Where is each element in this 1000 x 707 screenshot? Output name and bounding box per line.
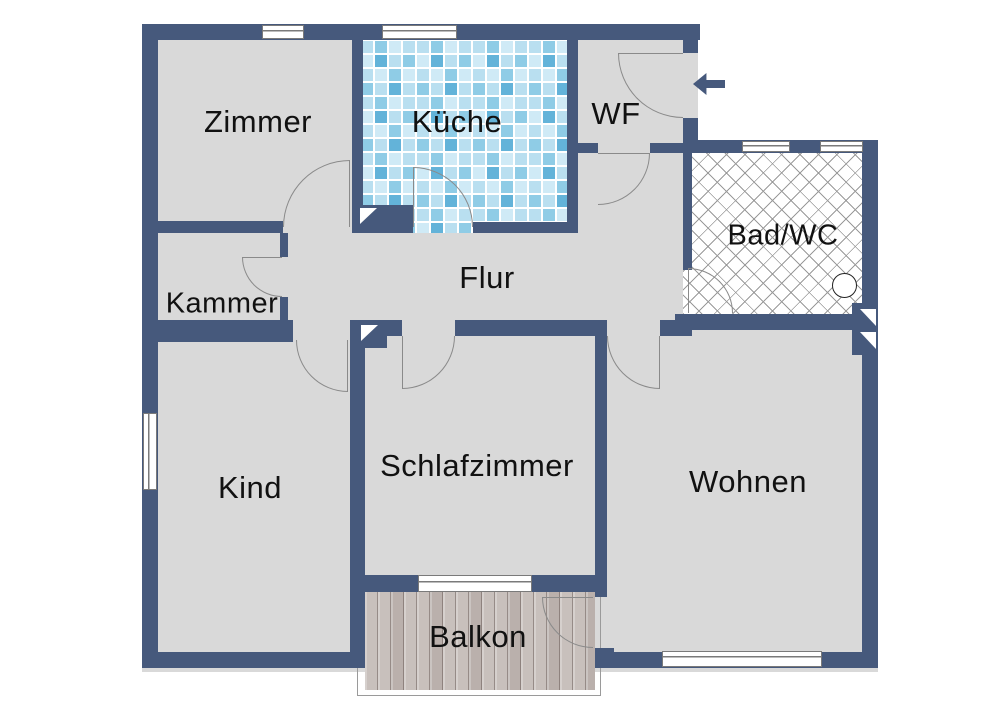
wall-schlaf-bottom-right [532,575,607,592]
window-zimmer-top [262,25,304,39]
label-kueche: Küche [411,104,503,139]
label-schlafzimmer: Schlafzimmer [380,448,574,483]
wall-flur-south-east [660,320,692,336]
wall-kammer-right-upper [280,233,288,257]
wall-under-zimmer [142,221,283,233]
wall-wf-right-upper [683,24,698,53]
wall-schlaf-bottom-left [365,575,418,592]
wall-right-outer [862,140,878,668]
wall-kammer-bottom [142,320,293,342]
wall-bad-bottom [675,314,862,330]
wall-flur-south-center [455,320,607,336]
wall-bad-left [683,153,692,270]
wall-left-outer [142,24,158,668]
wall-wf-bottom-left [578,143,598,153]
wall-kammer-right-lower [280,297,288,320]
window-kueche-top [382,25,457,39]
window-kind-left [143,413,157,490]
label-kind: Kind [217,470,283,505]
label-kammer: Kammer [165,287,279,320]
wall-schlaf-shaft-block-a [350,320,402,336]
window-bad-2 [820,141,863,152]
wall-zimmer-kueche-divider [352,40,363,233]
label-flur: Flur [459,260,515,295]
wall-schlaf-wohnen-divider [595,336,607,597]
label-zimmer: Zimmer [203,104,313,139]
wall-balcony-door-corner [595,648,614,668]
bath-drain-circle [832,273,857,298]
wall-wf-bottom-right [650,143,683,153]
label-balkon: Balkon [429,619,527,654]
window-schlafzimmer-balkon [418,575,532,592]
label-wf: WF [591,96,641,131]
window-bad-1 [742,141,790,152]
label-wohnen: Wohnen [689,464,807,499]
window-wohnen-bottom [662,651,822,667]
wall-kueche-bottom [473,222,578,233]
wall-kind-schlaf-divider [350,340,365,668]
wall-bottom-left-outer [142,652,365,668]
label-bad-wc: Bad/WC [727,219,839,252]
wall-kueche-right [567,40,578,233]
